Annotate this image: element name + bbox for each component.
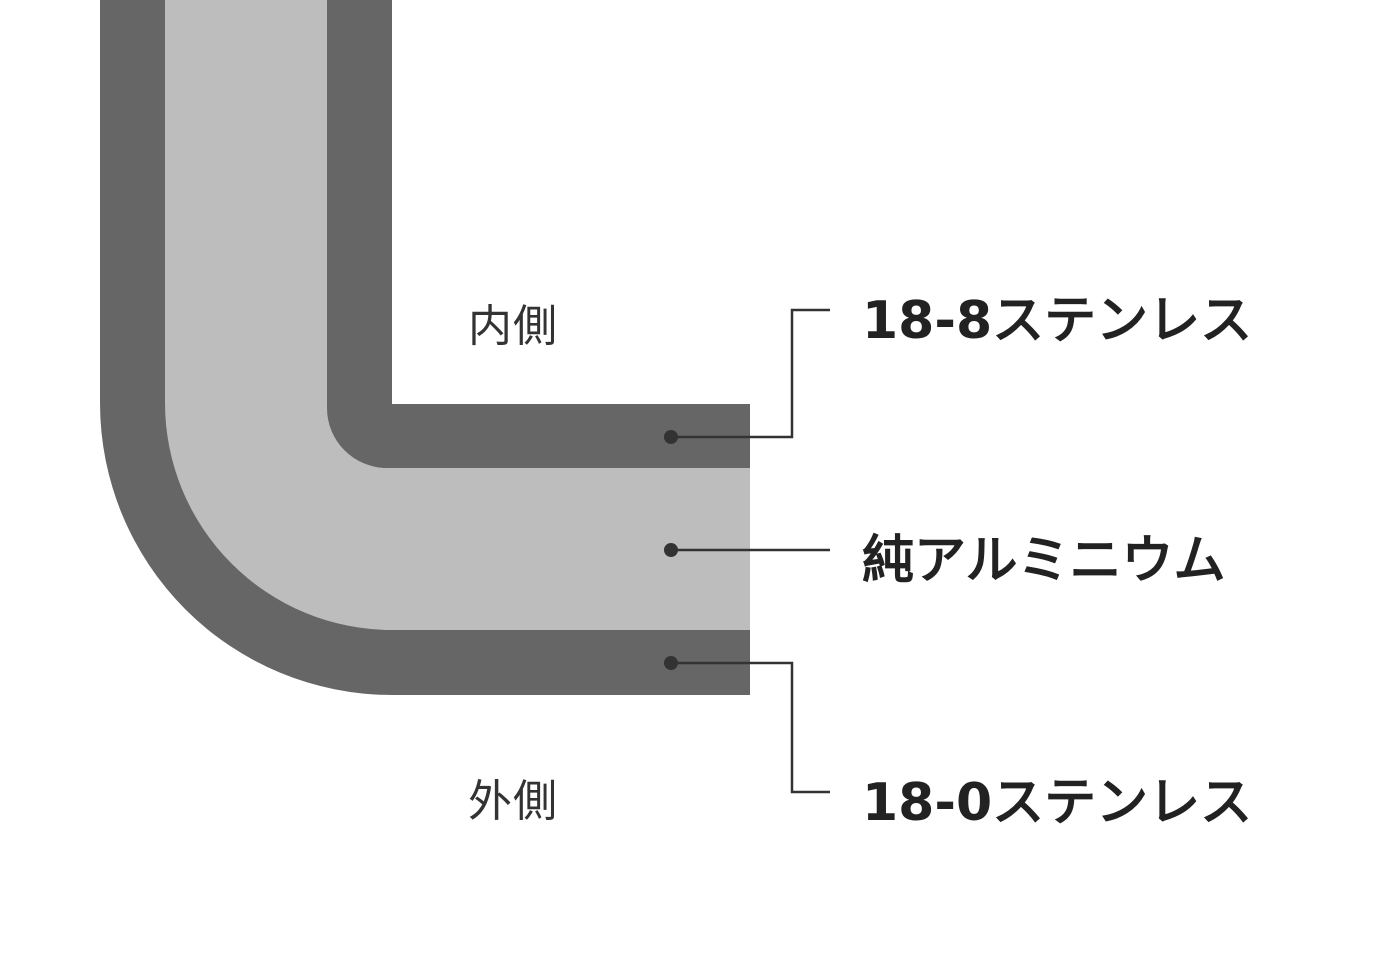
layer-label-bottom: 18-0ステンレス [862,773,1253,833]
dot-top [664,430,678,444]
layer-label-top: 18-8ステンレス [862,291,1253,351]
dot-bottom [664,656,678,670]
dot-middle [664,543,678,557]
inner-side-label: 内側 [468,301,558,352]
leader-line-top [671,308,830,439]
aluminium-layer [165,0,750,630]
outer-side-label: 外側 [468,776,558,827]
leader-line-bottom [671,661,830,794]
layer-label-middle: 純アルミニウム [862,531,1226,591]
